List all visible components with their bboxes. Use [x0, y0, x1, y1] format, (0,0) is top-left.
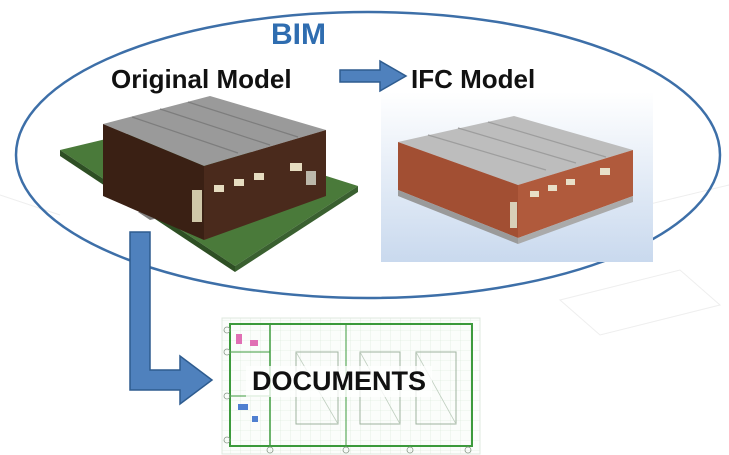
bim-title: BIM	[271, 18, 326, 51]
bim-ellipse	[14, 10, 722, 300]
documents-floor-plan	[221, 317, 481, 455]
documents-label: DOCUMENTS	[246, 366, 432, 397]
original-model-label: Original Model	[111, 64, 292, 94]
ifc-model-image	[381, 92, 653, 262]
original-model-image	[60, 96, 358, 272]
arrow-down-right-icon	[129, 231, 214, 406]
arrow-right-icon	[339, 59, 408, 93]
ifc-model-label: IFC Model	[411, 64, 536, 94]
